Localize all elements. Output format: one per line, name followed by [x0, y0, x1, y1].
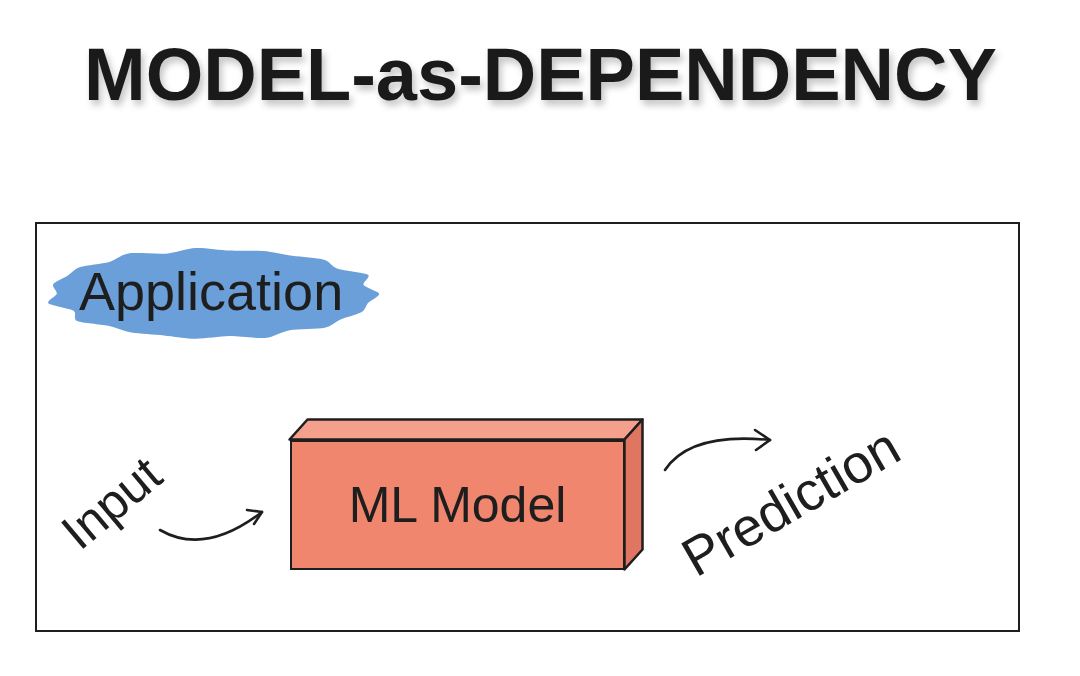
- heading-blob-shape: [48, 248, 379, 339]
- model-block-side: [625, 420, 643, 570]
- model-block: ML Model: [290, 440, 625, 570]
- title: MODEL-as-DEPENDENCY: [84, 34, 997, 115]
- model-label: ML Model: [349, 478, 567, 533]
- application-label: Application: [79, 262, 343, 321]
- prediction-arrow-head: [755, 430, 770, 450]
- model-block-top: [290, 420, 643, 440]
- input-arrow: [160, 512, 262, 540]
- prediction-arrow: [665, 439, 770, 470]
- input-arrow-head: [247, 510, 262, 524]
- input-label: Input: [53, 448, 170, 558]
